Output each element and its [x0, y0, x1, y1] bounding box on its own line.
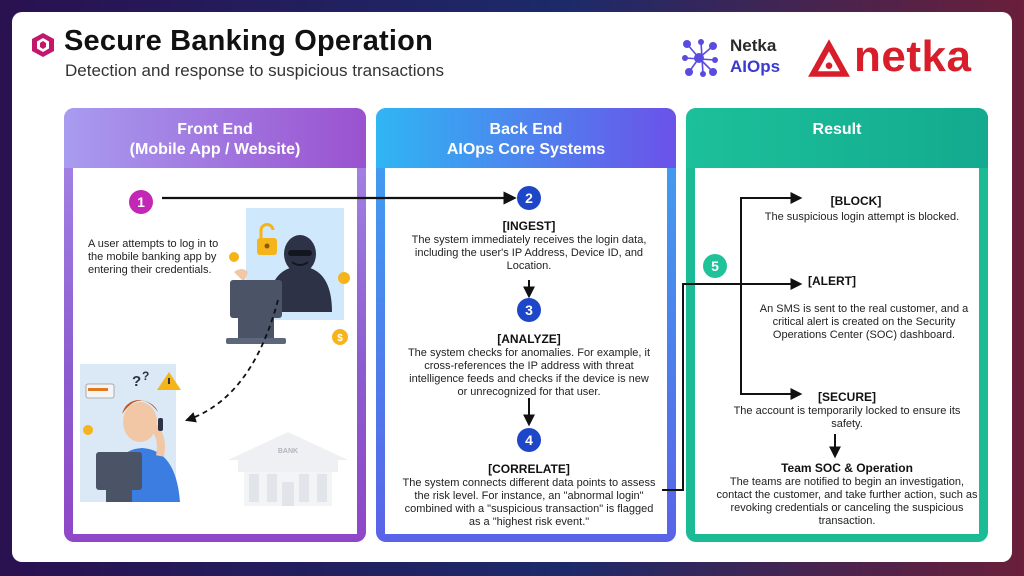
- step-2-badge: 2: [517, 186, 541, 210]
- netka-aiops-logo-icon: [682, 39, 718, 77]
- secure-label: [SECURE]: [817, 390, 876, 404]
- block-label: [BLOCK]: [830, 194, 882, 208]
- step-1-badge: 1: [129, 190, 153, 214]
- step-5-badge: 5: [703, 254, 727, 278]
- netka-triangle-logo-icon: [808, 39, 850, 77]
- step-4-badge: 4: [517, 428, 541, 452]
- secure-text: The account is temporarily locked to ens…: [733, 405, 961, 430]
- infographic: Secure Banking Operation Detection and r…: [12, 12, 1012, 562]
- hexagon-logo-icon: [32, 33, 54, 57]
- brand-netka-label: Netka: [730, 36, 777, 55]
- step-3-badge: 3: [517, 298, 541, 322]
- page-subtitle: Detection and response to suspicious tra…: [65, 61, 444, 80]
- brand-aiops-label: AIOps: [730, 57, 781, 76]
- team-text: The teams are notified to begin an inves…: [716, 476, 978, 527]
- front-end-header: Front End (Mobile App / Website): [64, 108, 366, 168]
- page-title: Secure Banking Operation: [64, 25, 433, 57]
- step-1-text: A user attempts to log in to the mobile …: [88, 238, 219, 276]
- step-4-text: The system connects different data point…: [402, 477, 656, 528]
- result-column: Result: [686, 108, 988, 542]
- block-text: The suspicious login attempt is blocked.: [764, 211, 960, 223]
- step-3-label: [ANALYZE]: [497, 332, 561, 346]
- front-end-title: Front End: [177, 121, 253, 138]
- step-2-label: [INGEST]: [502, 219, 556, 233]
- alert-label: [ALERT]: [808, 274, 856, 288]
- back-end-body: [385, 168, 667, 534]
- back-end-subtitle: AIOps Core Systems: [446, 141, 606, 158]
- back-end-column: Back End AIOps Core Systems: [376, 108, 676, 542]
- brand-netka-wordmark: netka: [854, 32, 972, 81]
- back-end-title: Back End: [489, 121, 563, 138]
- alert-text: An SMS is sent to the real customer, and…: [759, 303, 969, 341]
- hacker-illustration-bg: [246, 208, 344, 320]
- step-3-text: The system checks for anomalies. For exa…: [407, 347, 651, 398]
- result-title: Result: [812, 121, 862, 138]
- result-header: Result: [686, 108, 988, 168]
- front-end-subtitle: (Mobile App / Website): [129, 141, 301, 158]
- team-label: Team SOC & Operation: [781, 461, 913, 475]
- step-2-text: The system immediately receives the logi…: [411, 234, 647, 272]
- front-end-column: Front End (Mobile App / Website): [64, 108, 366, 542]
- back-end-header: Back End AIOps Core Systems: [376, 108, 676, 168]
- step-4-label: [CORRELATE]: [488, 462, 570, 476]
